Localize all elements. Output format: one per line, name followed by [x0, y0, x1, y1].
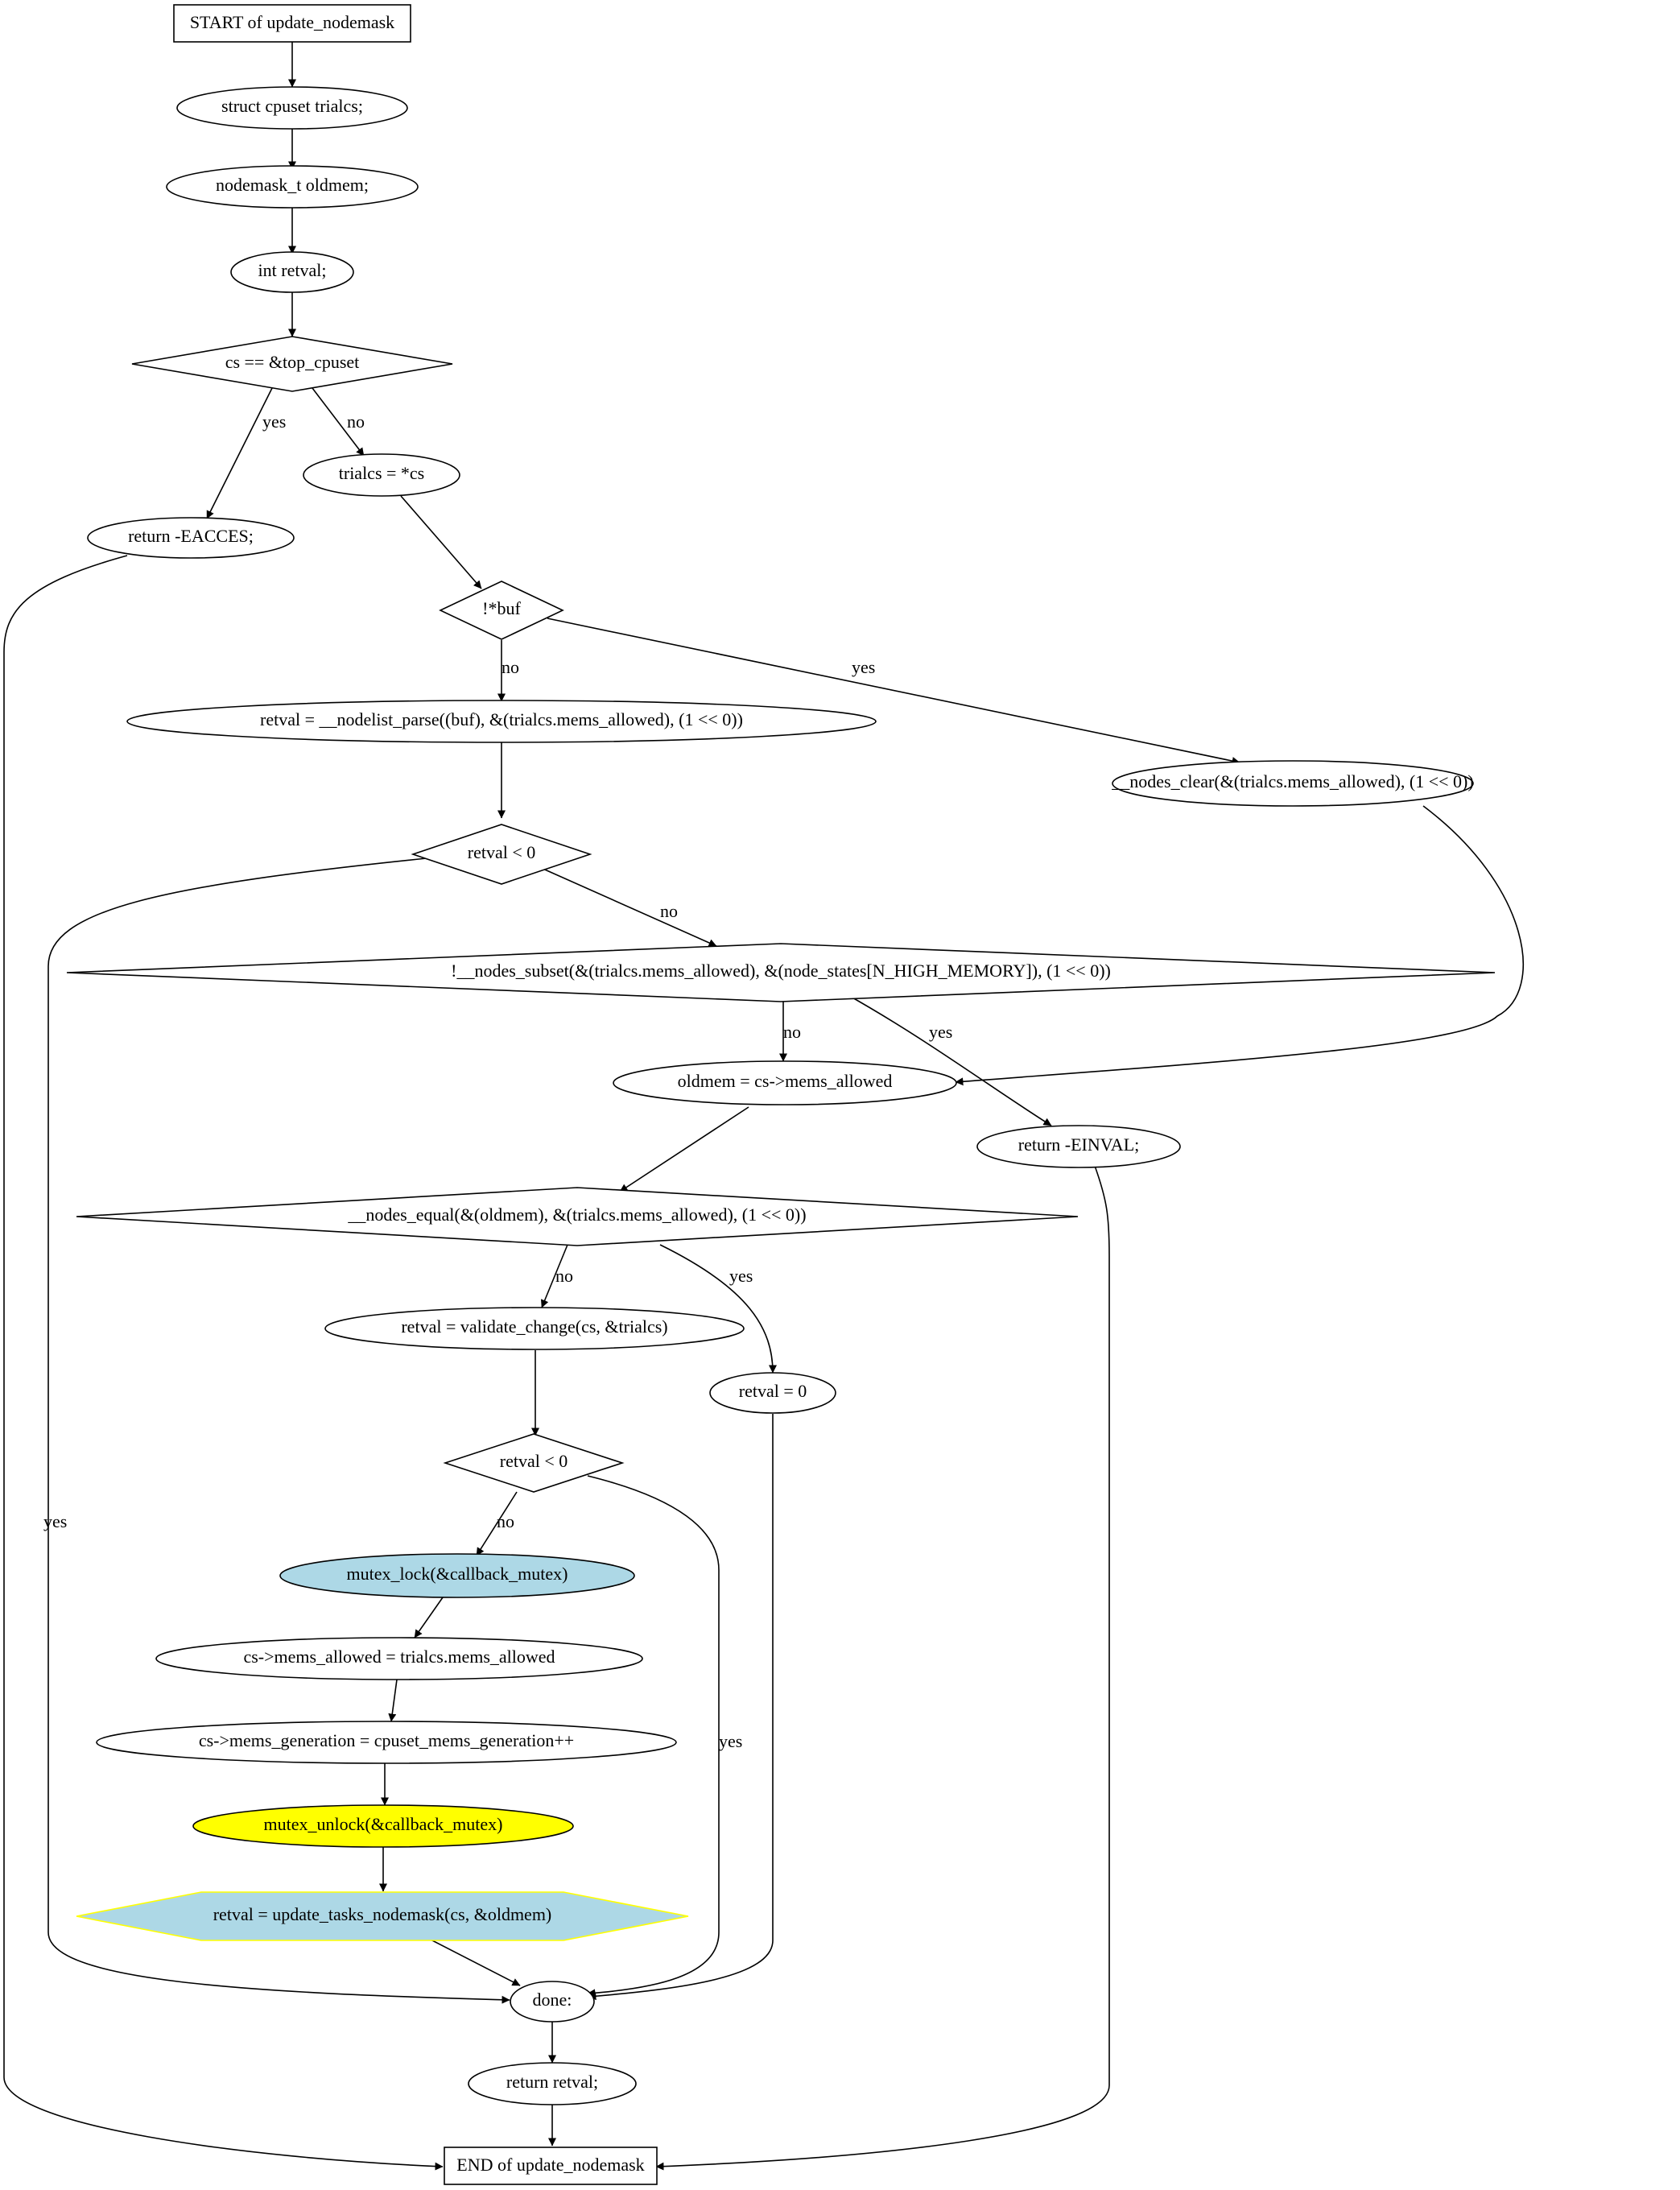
- edge-retval1-done: [47, 857, 510, 2004]
- node-retval-check-1-label: retval < 0: [468, 842, 536, 862]
- node-nodelist-parse-label: retval = __nodelist_parse((buf), &(trial…: [260, 709, 743, 729]
- edge-retzero-done: [588, 1414, 774, 2001]
- node-mutex-lock: mutex_lock(&callback_mutex): [279, 1553, 635, 1598]
- node-update-tasks-nodemask-label: retval = update_tasks_nodemask(cs, &oldm…: [213, 1904, 552, 1924]
- node-oldmem-assign-label: oldmem = cs->mems_allowed: [678, 1071, 893, 1091]
- node-mems-generation-label: cs->mems_generation = cpuset_mems_genera…: [199, 1730, 574, 1750]
- edge-retval2-done: [587, 1475, 720, 1998]
- node-buf-check-label: !*buf: [482, 598, 521, 618]
- node-struct-trialcs: struct cpuset trialcs;: [176, 86, 408, 130]
- edge-buf-clear: [547, 618, 1240, 765]
- edge-label-retval2-yes: yes: [719, 1731, 742, 1751]
- node-validate-change-label: retval = validate_change(cs, &trialcs): [401, 1316, 667, 1337]
- node-start: START of update_nodemask: [173, 4, 411, 43]
- node-retval-check-1: retval < 0: [411, 824, 592, 885]
- node-struct-trialcs-label: struct cpuset trialcs;: [221, 96, 363, 116]
- edge-label-equal-no: no: [555, 1266, 573, 1286]
- node-oldmem-decl-label: nodemask_t oldmem;: [216, 175, 369, 195]
- node-return-einval-label: return -EINVAL;: [1018, 1134, 1140, 1155]
- edge-top-assign: [312, 387, 365, 457]
- node-trialcs-assign: trialcs = *cs: [303, 453, 460, 497]
- edge-top-eacces: [206, 387, 273, 519]
- node-retval-check-2-label: retval < 0: [500, 1451, 568, 1471]
- node-retval-zero: retval = 0: [709, 1372, 836, 1414]
- edge-label-top-yes: yes: [262, 411, 286, 432]
- edge-einval-end: [655, 1165, 1110, 2171]
- node-nodelist-parse: retval = __nodelist_parse((buf), &(trial…: [126, 700, 877, 743]
- edge-label-equal-yes: yes: [729, 1266, 753, 1286]
- edge-clear-oldmem: [955, 805, 1525, 1086]
- edge-equal-retzero: [659, 1244, 777, 1374]
- node-return-eacces: return -EACCES;: [87, 517, 295, 559]
- node-cs-top-cpuset-label: cs == &top_cpuset: [225, 352, 360, 372]
- edge-retval1-subset: [539, 866, 717, 947]
- edge-mems-gen: [388, 1679, 398, 1722]
- node-mems-allowed-assign: cs->mems_allowed = trialcs.mems_allowed: [155, 1637, 643, 1680]
- node-retval-zero-label: retval = 0: [739, 1381, 807, 1401]
- node-mems-allowed-assign-label: cs->mems_allowed = trialcs.mems_allowed: [243, 1647, 555, 1667]
- node-oldmem-decl: nodemask_t oldmem;: [166, 165, 419, 209]
- node-return-einval: return -EINVAL;: [976, 1125, 1181, 1168]
- edge-label-retval2-no: no: [497, 1511, 514, 1531]
- node-mutex-unlock-label: mutex_unlock(&callback_mutex): [264, 1814, 503, 1834]
- node-nodes-subset-label: !__nodes_subset(&(trialcs.mems_allowed),…: [451, 961, 1111, 981]
- node-buf-check: !*buf: [439, 581, 564, 640]
- edge-label-subset-no: no: [783, 1022, 801, 1042]
- node-update-tasks-nodemask: retval = update_tasks_nodemask(cs, &oldm…: [76, 1891, 689, 1941]
- node-done: done:: [510, 1981, 595, 2023]
- node-nodes-equal-label: __nodes_equal(&(oldmem), &(trialcs.mems_…: [347, 1204, 806, 1225]
- nodes: START of update_nodemask struct cpuset t…: [66, 4, 1496, 2185]
- edge-lock-mems: [414, 1597, 444, 1638]
- node-return-retval: return retval;: [468, 2062, 637, 2105]
- edges: [3, 42, 1525, 2171]
- edge-oldmem-equal: [619, 1106, 749, 1192]
- node-retval-decl: int retval;: [230, 251, 354, 293]
- node-nodes-equal: __nodes_equal(&(oldmem), &(trialcs.mems_…: [76, 1187, 1079, 1246]
- edge-label-retval1-no: no: [660, 901, 678, 921]
- edge-equal-validate: [540, 1244, 568, 1308]
- edge-label-subset-yes: yes: [929, 1022, 952, 1042]
- node-start-label: START of update_nodemask: [190, 12, 394, 32]
- edge-eacces-end: [3, 555, 444, 2171]
- edge-subset-einval: [844, 993, 1052, 1126]
- node-retval-decl-label: int retval;: [258, 260, 327, 280]
- node-nodes-clear-label: __nodes_clear(&(trialcs.mems_allowed), (…: [1111, 771, 1473, 791]
- node-done-label: done:: [533, 1990, 572, 2010]
- edge-update-done: [428, 1938, 521, 1986]
- edge-label-top-no: no: [347, 411, 365, 432]
- node-end-label: END of update_nodemask: [456, 2155, 644, 2175]
- node-mutex-lock-label: mutex_lock(&callback_mutex): [347, 1564, 568, 1584]
- edge-labels: yes no no yes no yes no yes no yes no ye…: [43, 411, 952, 1751]
- edge-label-buf-yes: yes: [852, 657, 875, 677]
- node-trialcs-assign-label: trialcs = *cs: [339, 463, 425, 483]
- node-mems-generation: cs->mems_generation = cpuset_mems_genera…: [96, 1721, 677, 1764]
- edge-assign-buf: [400, 495, 482, 589]
- node-return-retval-label: return retval;: [506, 2072, 598, 2092]
- node-cs-top-cpuset: cs == &top_cpuset: [131, 336, 453, 392]
- edge-retval2-lock: [476, 1491, 518, 1556]
- node-mutex-unlock: mutex_unlock(&callback_mutex): [192, 1804, 574, 1848]
- node-nodes-subset: !__nodes_subset(&(trialcs.mems_allowed),…: [66, 943, 1496, 1002]
- node-return-eacces-label: return -EACCES;: [128, 526, 254, 546]
- node-oldmem-assign: oldmem = cs->mems_allowed: [613, 1060, 957, 1105]
- edge-label-retval1-yes: yes: [43, 1511, 67, 1531]
- node-validate-change: retval = validate_change(cs, &trialcs): [324, 1307, 745, 1350]
- node-end: END of update_nodemask: [444, 2147, 658, 2185]
- node-nodes-clear: __nodes_clear(&(trialcs.mems_allowed), (…: [1111, 760, 1474, 807]
- node-retval-check-2: retval < 0: [443, 1433, 625, 1493]
- edge-label-buf-no: no: [502, 657, 519, 677]
